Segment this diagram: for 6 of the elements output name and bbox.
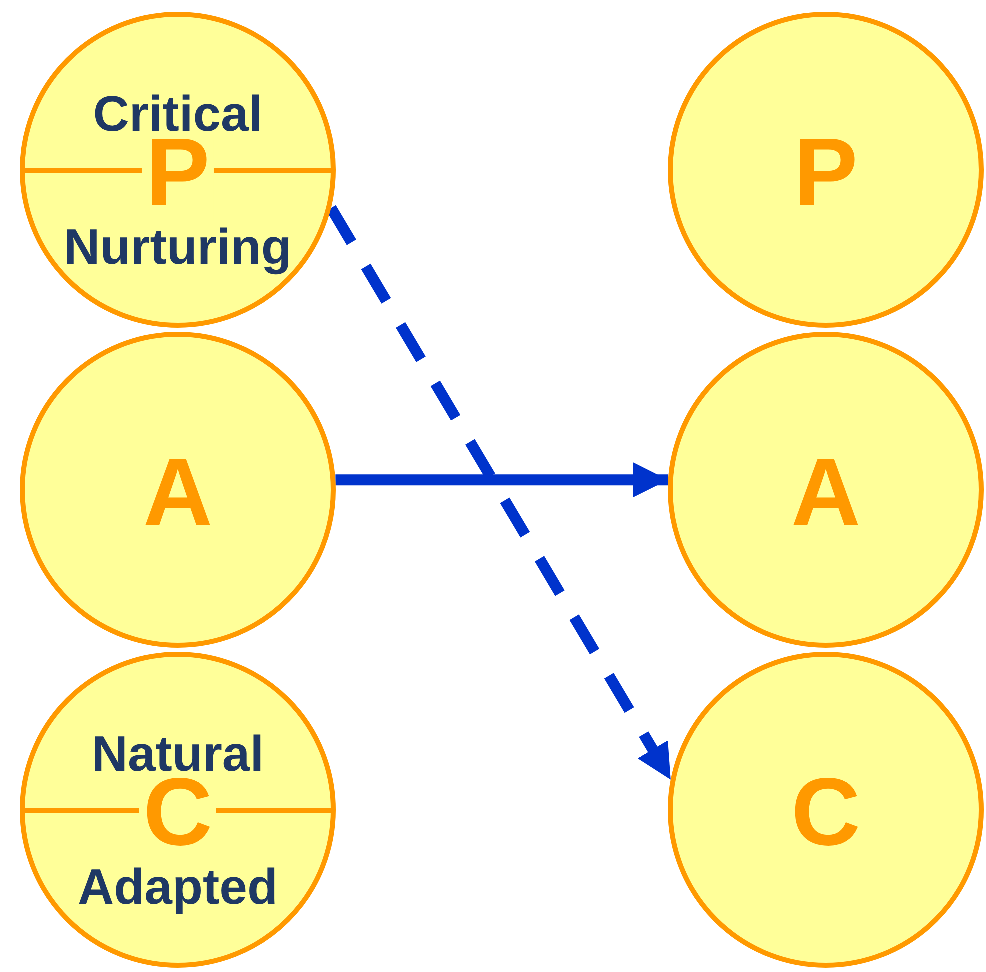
ego-state-label: Adapted <box>77 862 279 912</box>
ego-state-letter: C <box>790 765 862 861</box>
ego-state-letter: P <box>792 125 860 221</box>
ego-state-letter: A <box>142 445 214 541</box>
ego-state-letter: A <box>790 445 862 541</box>
arrow <box>336 462 668 498</box>
